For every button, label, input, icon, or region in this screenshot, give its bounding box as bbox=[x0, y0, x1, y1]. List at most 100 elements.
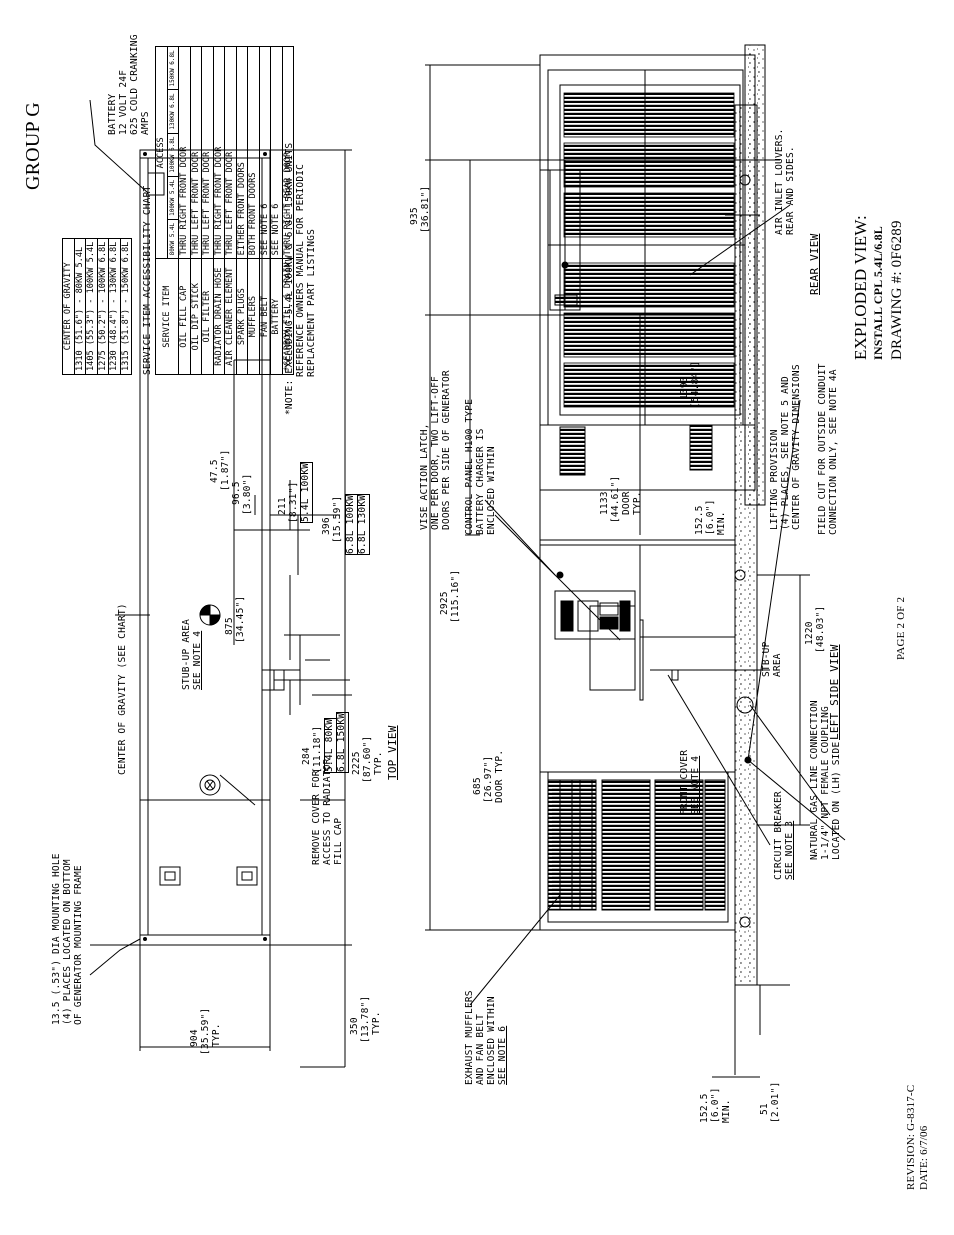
lifting-3: CENTER OF GRAVITY DIMENSIONS bbox=[791, 364, 802, 530]
dim-396: 396 bbox=[321, 517, 332, 535]
service-item: OIL FILTER bbox=[201, 258, 213, 375]
dim-1133-typ: TYP. bbox=[632, 491, 643, 515]
service-access: THRU RIGHT FRONT DOOR bbox=[213, 46, 225, 259]
service-access: BOTH FRONT DOORS bbox=[247, 46, 259, 259]
service-item: OIL FILL CAP bbox=[178, 258, 190, 375]
control-1: CONTROL PANEL H100 TYPE bbox=[464, 398, 475, 535]
battery-3: 625 COLD CRANKING bbox=[129, 34, 140, 135]
service-item: MUFFLERS bbox=[247, 258, 259, 375]
dim-152a-min: MIN. bbox=[716, 511, 727, 535]
dim-904-typ: TYP. bbox=[211, 1023, 222, 1047]
dim-1220-in: [48.03"] bbox=[815, 605, 826, 653]
dim-211: 211 bbox=[277, 497, 288, 515]
exploded-heading: EXPLODED VIEW: bbox=[851, 215, 870, 360]
mount-hole-1: 13.5 (.53") DIA MOUNTING HOLE bbox=[51, 853, 62, 1025]
dim-152b-min: MIN. bbox=[721, 1099, 732, 1123]
top-view-outline bbox=[139, 149, 271, 946]
dim-685-typ: DOOR TYP. bbox=[494, 749, 505, 803]
sub-col: 130KW 6.8L bbox=[167, 89, 179, 134]
service-note-3: REPLACEMENT PART LISTINGS bbox=[306, 229, 317, 377]
remove-cover-3: FILL CAP bbox=[333, 817, 344, 865]
dim-152b-in: [6.0"] bbox=[710, 1087, 721, 1123]
stub-up-1: STUB-UP AREA bbox=[181, 618, 192, 690]
page-number: PAGE 2 OF 2 bbox=[895, 596, 907, 660]
dim-396-box-2: 6.8L 130KW bbox=[357, 493, 370, 555]
rear-grilles bbox=[563, 92, 735, 408]
dim-152b: 152.5 bbox=[699, 1093, 710, 1123]
louvers-1: AIR INLET LOUVERS. bbox=[774, 128, 785, 235]
dim-2225: 2225 bbox=[351, 751, 362, 775]
top-view-title: TOP VIEW bbox=[386, 725, 399, 780]
battery-1: BATTERY bbox=[107, 93, 118, 135]
vise-3: DOORS PER SIDE OF GENERATOR bbox=[441, 370, 452, 530]
dim-2925-in: [115.16"] bbox=[450, 569, 461, 623]
service-access: THRU LEFT FRONT DOOR bbox=[201, 46, 213, 259]
field-cut-2: CONNECTION ONLY, SEE NOTE 4A bbox=[828, 369, 839, 535]
remove-cover-2: ACCESS TO RADIATOR bbox=[322, 758, 333, 865]
dim-2225-typ: TYP. bbox=[373, 751, 384, 775]
stub-up-2: SEE NOTE 4 bbox=[192, 630, 203, 690]
dim-47: 47.5 bbox=[209, 459, 220, 483]
dim-211-box: 5.4L 100KW bbox=[300, 461, 313, 523]
exhaust-3: ENCLOSED WITHIN bbox=[486, 996, 497, 1085]
dim-904: 904 bbox=[189, 1029, 200, 1047]
dim-904-in: [35.59"] bbox=[200, 1007, 211, 1055]
lifting-1: LIFTING PROVISION bbox=[769, 429, 780, 530]
cog-label: CENTER OF GRAVITY (SEE CHART) bbox=[117, 603, 128, 775]
service-access: EITHER FRONT DOORS bbox=[236, 46, 248, 259]
gas-1: NATURAL GAS LINE CONNECTION bbox=[809, 700, 820, 860]
dim-935: 935 bbox=[409, 207, 420, 225]
cog-row: 1275 (50.2") - 100KW 6.8L bbox=[97, 238, 109, 375]
battery-4: AMPS bbox=[140, 111, 151, 135]
date: DATE: 6/7/06 bbox=[918, 1125, 930, 1190]
dim-51: 51 bbox=[759, 1103, 770, 1115]
cog-table: CENTER OF GRAVITY 1310 (51.6") - 80KW 5.… bbox=[62, 238, 132, 375]
dim-1393: 1393 bbox=[679, 376, 690, 400]
service-note-1: *NOTE: EXCLUDING 5.4L 100KW & 6.8L 150KW… bbox=[284, 142, 295, 415]
dim-1393-in: [54.84"] bbox=[690, 360, 701, 408]
service-chart-title: SERVICE ITEM ACCESSIBILITY CHART bbox=[142, 185, 153, 375]
service-access: THRU LEFT FRONT DOOR bbox=[224, 46, 236, 259]
field-cut-1: FIELD CUT FOR OUTSIDE CONDUIT bbox=[817, 363, 828, 535]
rear-view-title: REAR VIEW bbox=[808, 233, 821, 295]
breaker-2: SEE NOTE 3 bbox=[784, 820, 795, 880]
exploded-model: INSTALL CPL 5.4L/6.8L bbox=[871, 225, 885, 360]
mount-hole-2: (4) PLACES LOCATED ON BOTTOM bbox=[62, 859, 73, 1025]
group-title: GROUP G bbox=[22, 102, 44, 190]
sub-col: 150KW 6.8L bbox=[167, 46, 179, 90]
cog-row: 1405 (55.3") - 100KW 5.4L bbox=[85, 238, 97, 375]
louvers-2: REAR AND SIDES. bbox=[785, 146, 796, 235]
dim-284: 284 bbox=[301, 747, 312, 765]
dim-875: 875 bbox=[224, 617, 235, 635]
dim-152a-in: [6.0"] bbox=[705, 499, 716, 535]
remove-cover-1: REMOVE COVER FOR bbox=[311, 770, 322, 865]
dim-51-in: [2.01"] bbox=[770, 1081, 781, 1123]
dim-350: 350 bbox=[349, 1017, 360, 1035]
vise-2: ONE PER DOOR, TWO LIFT-OFF bbox=[430, 376, 441, 530]
gas-3: LOCATED ON (LH) SIDE bbox=[831, 741, 842, 860]
left-view-title: LEFT SIDE VIEW bbox=[828, 644, 841, 740]
dim-96-in: [3.80"] bbox=[242, 473, 253, 515]
exhaust-1: EXHAUST MUFFLERS bbox=[464, 990, 475, 1085]
cog-row: 1315 (51.8") - 150KW 6.8L bbox=[120, 238, 132, 375]
dim-152a: 152.5 bbox=[694, 505, 705, 535]
dim-47-in: [1.87"] bbox=[220, 449, 231, 491]
dim-1220: 1220 bbox=[804, 621, 815, 645]
cog-title: CENTER OF GRAVITY bbox=[62, 238, 74, 375]
exhaust-2: AND FAN BELT bbox=[475, 1013, 486, 1085]
exhaust-4: SEE NOTE 6 bbox=[497, 1025, 508, 1085]
dim-284-in: [11.18"] bbox=[312, 725, 323, 773]
stub-up-left-2: AREA bbox=[772, 653, 783, 677]
dim-396-box-1: 6.8L 100KW bbox=[345, 493, 358, 555]
service-access: THRU LEFT FRONT DOOR bbox=[190, 46, 202, 259]
gas-2: 1-1/4" NPT FEMALE COUPLING bbox=[820, 706, 831, 860]
service-item: RADIATOR DRAIN HOSE bbox=[213, 258, 225, 375]
dim-2225-in: [87.60"] bbox=[362, 735, 373, 783]
sub-col: 100KW 5.4L bbox=[167, 176, 179, 220]
dim-96: 96.5 bbox=[231, 481, 242, 505]
service-table: SERVICE ITEM ACCESS 80KW 5.4L 100KW 5.4L… bbox=[155, 46, 294, 375]
service-access: SEE NOTE 6 bbox=[259, 46, 271, 259]
cog-row: 1310 (51.6") - 80KW 5.4L bbox=[74, 238, 86, 375]
